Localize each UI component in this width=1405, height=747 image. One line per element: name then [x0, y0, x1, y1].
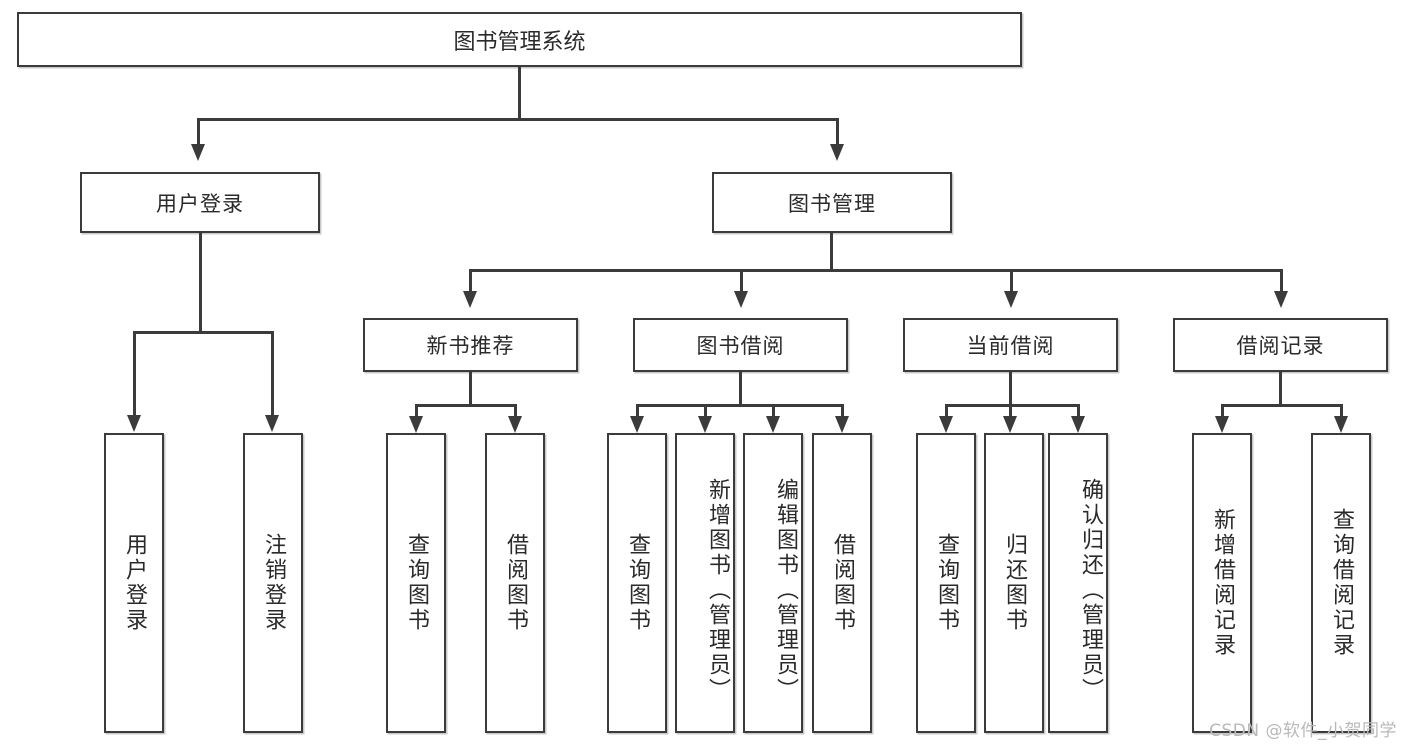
- leaf-newbook-query-book[interactable]: 查询图书: [386, 433, 446, 733]
- arrow-bookborrow-leaf-1: [630, 416, 644, 433]
- node-user-login[interactable]: 用户登录: [80, 172, 320, 233]
- connector-bookmanage-drop-3: [1010, 269, 1013, 293]
- arrow-bookmanage-child-3: [1004, 291, 1018, 308]
- leaf-currentborrow-query-book[interactable]: 查询图书: [916, 433, 976, 733]
- watermark: CSDN @软件_小贺同学: [1209, 721, 1397, 741]
- arrow-bookborrow-leaf-3: [766, 416, 780, 433]
- leaf-currentborrow-return-book[interactable]: 归还图书: [984, 433, 1044, 733]
- connector-borrowrecord-drop-2: [1340, 404, 1343, 418]
- connector-newbook-stem: [469, 372, 472, 406]
- arrow-userlogin-leaf-1: [127, 415, 141, 432]
- connector-currentborrow-drop-3: [1077, 404, 1080, 418]
- connector-borrowrecord-stem: [1279, 372, 1282, 406]
- leaf-bookborrow-query-book[interactable]: 查询图书: [607, 433, 667, 733]
- arrow-borrowrecord-leaf-2: [1334, 416, 1348, 433]
- arrow-bookborrow-leaf-2: [698, 416, 712, 433]
- node-borrow-record[interactable]: 借阅记录: [1173, 318, 1388, 372]
- arrow-bookborrow-leaf-4: [835, 416, 849, 433]
- connector-bookborrow-drop-2: [704, 404, 707, 418]
- connector-root-drop-2: [836, 118, 839, 146]
- connector-root-drop-1: [197, 118, 200, 146]
- node-book-borrow[interactable]: 图书借阅: [633, 318, 848, 372]
- connector-bookborrow-bar: [637, 404, 843, 407]
- arrow-currentborrow-leaf-2: [1003, 416, 1017, 433]
- connector-bookmanage-bar: [470, 269, 1282, 272]
- connector-userlogin-stem: [199, 233, 202, 333]
- leaf-borrowrecord-query-record[interactable]: 查询借阅记录: [1311, 433, 1371, 733]
- arrow-bookmanage-child-1: [463, 291, 477, 308]
- node-new-book-recommend[interactable]: 新书推荐: [363, 318, 578, 372]
- connector-userlogin-drop-2: [271, 331, 274, 417]
- connector-bookborrow-stem: [739, 372, 742, 406]
- arrow-root-to-book-manage: [830, 144, 844, 161]
- connector-root-bar: [197, 118, 837, 121]
- leaf-borrowrecord-add-record[interactable]: 新增借阅记录: [1192, 433, 1252, 733]
- leaf-bookborrow-edit-book-admin[interactable]: 编辑图书（管理员）: [743, 433, 803, 733]
- connector-currentborrow-drop-2: [1009, 404, 1012, 418]
- node-book-manage[interactable]: 图书管理: [712, 172, 952, 233]
- connector-userlogin-drop-1: [133, 331, 136, 417]
- connector-bookmanage-stem: [830, 233, 833, 271]
- connector-bookmanage-drop-4: [1280, 269, 1283, 293]
- leaf-user-login[interactable]: 用户登录: [104, 433, 164, 733]
- connector-newbook-bar: [416, 404, 515, 407]
- connector-borrowrecord-bar: [1222, 404, 1341, 407]
- connector-bookmanage-drop-1: [469, 269, 472, 293]
- connector-currentborrow-drop-1: [945, 404, 948, 418]
- leaf-bookborrow-add-book-admin[interactable]: 新增图书（管理员）: [675, 433, 735, 733]
- connector-currentborrow-stem: [1009, 372, 1012, 406]
- leaf-user-logout[interactable]: 注销登录: [243, 433, 303, 733]
- leaf-bookborrow-borrow-book[interactable]: 借阅图书: [812, 433, 872, 733]
- arrow-bookmanage-child-4: [1274, 291, 1288, 308]
- connector-bookborrow-drop-1: [636, 404, 639, 418]
- arrow-userlogin-leaf-2: [265, 415, 279, 432]
- arrow-currentborrow-leaf-1: [939, 416, 953, 433]
- connector-root-stem: [518, 67, 521, 120]
- connector-bookborrow-drop-3: [772, 404, 775, 418]
- node-current-borrow[interactable]: 当前借阅: [903, 318, 1118, 372]
- leaf-currentborrow-confirm-return-admin[interactable]: 确认归还（管理员）: [1048, 433, 1108, 733]
- connector-bookmanage-drop-2: [740, 269, 743, 293]
- connector-newbook-drop-1: [415, 404, 418, 418]
- arrow-newbook-leaf-1: [409, 416, 423, 433]
- node-root[interactable]: 图书管理系统: [17, 12, 1022, 67]
- arrow-root-to-user-login: [191, 144, 205, 161]
- leaf-newbook-borrow-book[interactable]: 借阅图书: [485, 433, 545, 733]
- arrow-bookmanage-child-2: [734, 291, 748, 308]
- connector-userlogin-bar: [134, 331, 272, 334]
- connector-currentborrow-bar: [946, 404, 1078, 407]
- arrow-currentborrow-leaf-3: [1071, 416, 1085, 433]
- connector-borrowrecord-drop-1: [1221, 404, 1224, 418]
- arrow-borrowrecord-leaf-1: [1215, 416, 1229, 433]
- connector-newbook-drop-2: [514, 404, 517, 418]
- connector-bookborrow-drop-4: [841, 404, 844, 418]
- arrow-newbook-leaf-2: [508, 416, 522, 433]
